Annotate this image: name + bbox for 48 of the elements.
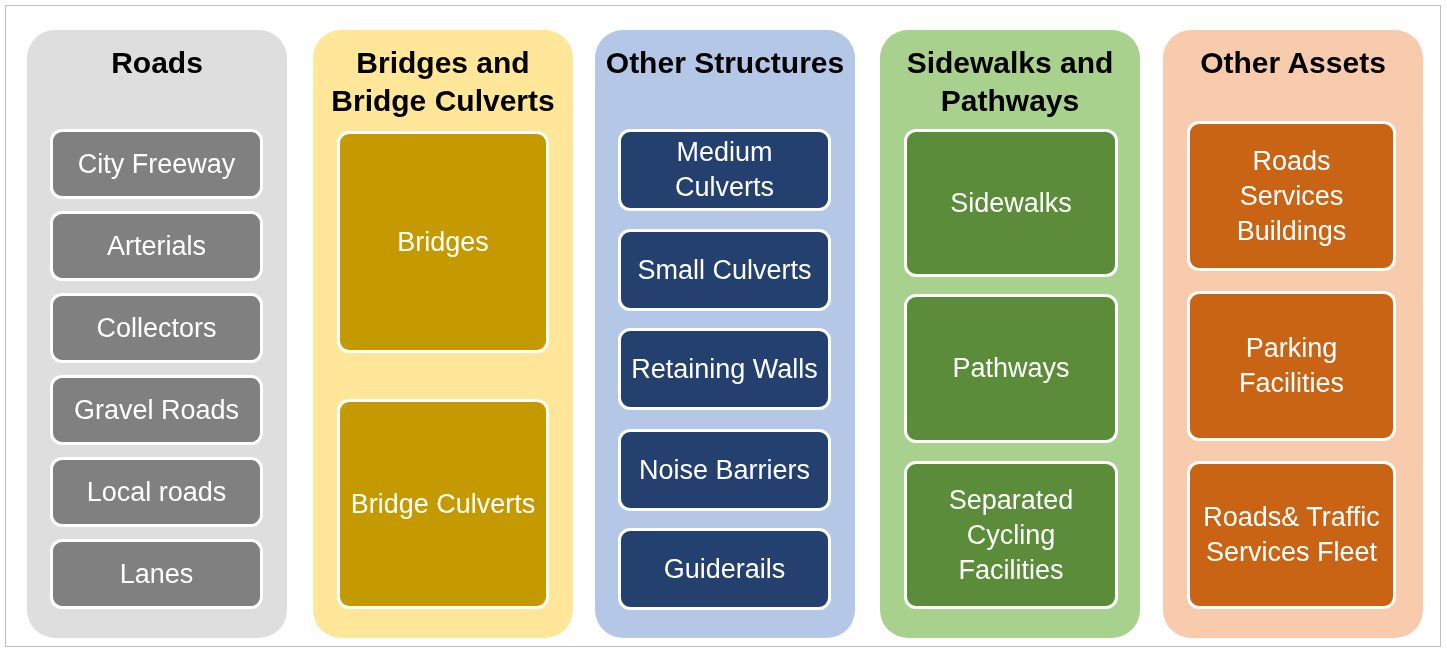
panel-heading: Other Assets — [1199, 45, 1387, 81]
panel-heading: Bridges and Bridge Culverts — [330, 45, 556, 119]
box-label: Small Culverts — [637, 253, 812, 287]
box-label: Bridge Culverts — [350, 487, 536, 521]
category-panel — [595, 30, 855, 638]
category-box — [50, 375, 263, 445]
category-box — [50, 211, 263, 281]
box-label: Roads& Traffic Services Fleet — [1202, 501, 1381, 569]
category-panel — [880, 30, 1140, 638]
box-label: Retaining Walls — [631, 352, 818, 386]
box-label: Arterials — [107, 229, 206, 263]
category-box — [50, 539, 263, 609]
box-label: Lanes — [119, 557, 194, 591]
category-box — [50, 457, 263, 527]
box-label: Gravel Roads — [73, 393, 240, 427]
category-box — [337, 399, 549, 609]
category-panel — [313, 30, 573, 638]
category-box — [1187, 461, 1396, 609]
category-box — [337, 131, 549, 353]
category-box — [50, 293, 263, 363]
box-label: Guiderails — [663, 552, 786, 586]
panel-heading: Sidewalks and Pathways — [905, 45, 1115, 119]
box-label: Noise Barriers — [638, 453, 810, 487]
category-box — [618, 229, 831, 311]
box-label: Roads Services Buildings — [1235, 144, 1348, 248]
box-label: Pathways — [952, 352, 1070, 385]
box-label: City Freeway — [77, 147, 236, 181]
box-label: Local roads — [86, 475, 227, 509]
box-label: Separated Cycling Facilities — [947, 483, 1075, 587]
box-label: Parking Facilities — [1238, 332, 1345, 400]
category-box — [904, 461, 1118, 609]
category-box — [618, 528, 831, 610]
panel-heading: Other Structures — [604, 45, 846, 81]
category-box — [904, 294, 1118, 443]
box-label: Bridges — [397, 225, 489, 259]
category-box — [618, 429, 831, 511]
category-box — [618, 129, 831, 211]
panel-heading: Roads — [110, 45, 204, 81]
box-label: Collectors — [96, 311, 217, 345]
category-panel — [27, 30, 287, 638]
category-box — [50, 129, 263, 199]
category-panel — [1163, 30, 1423, 638]
box-label: Medium Culverts — [674, 136, 775, 204]
category-box — [904, 129, 1118, 277]
box-label: Sidewalks — [950, 186, 1072, 220]
category-box — [1187, 121, 1396, 271]
category-box — [618, 328, 831, 410]
category-box — [1187, 291, 1396, 441]
